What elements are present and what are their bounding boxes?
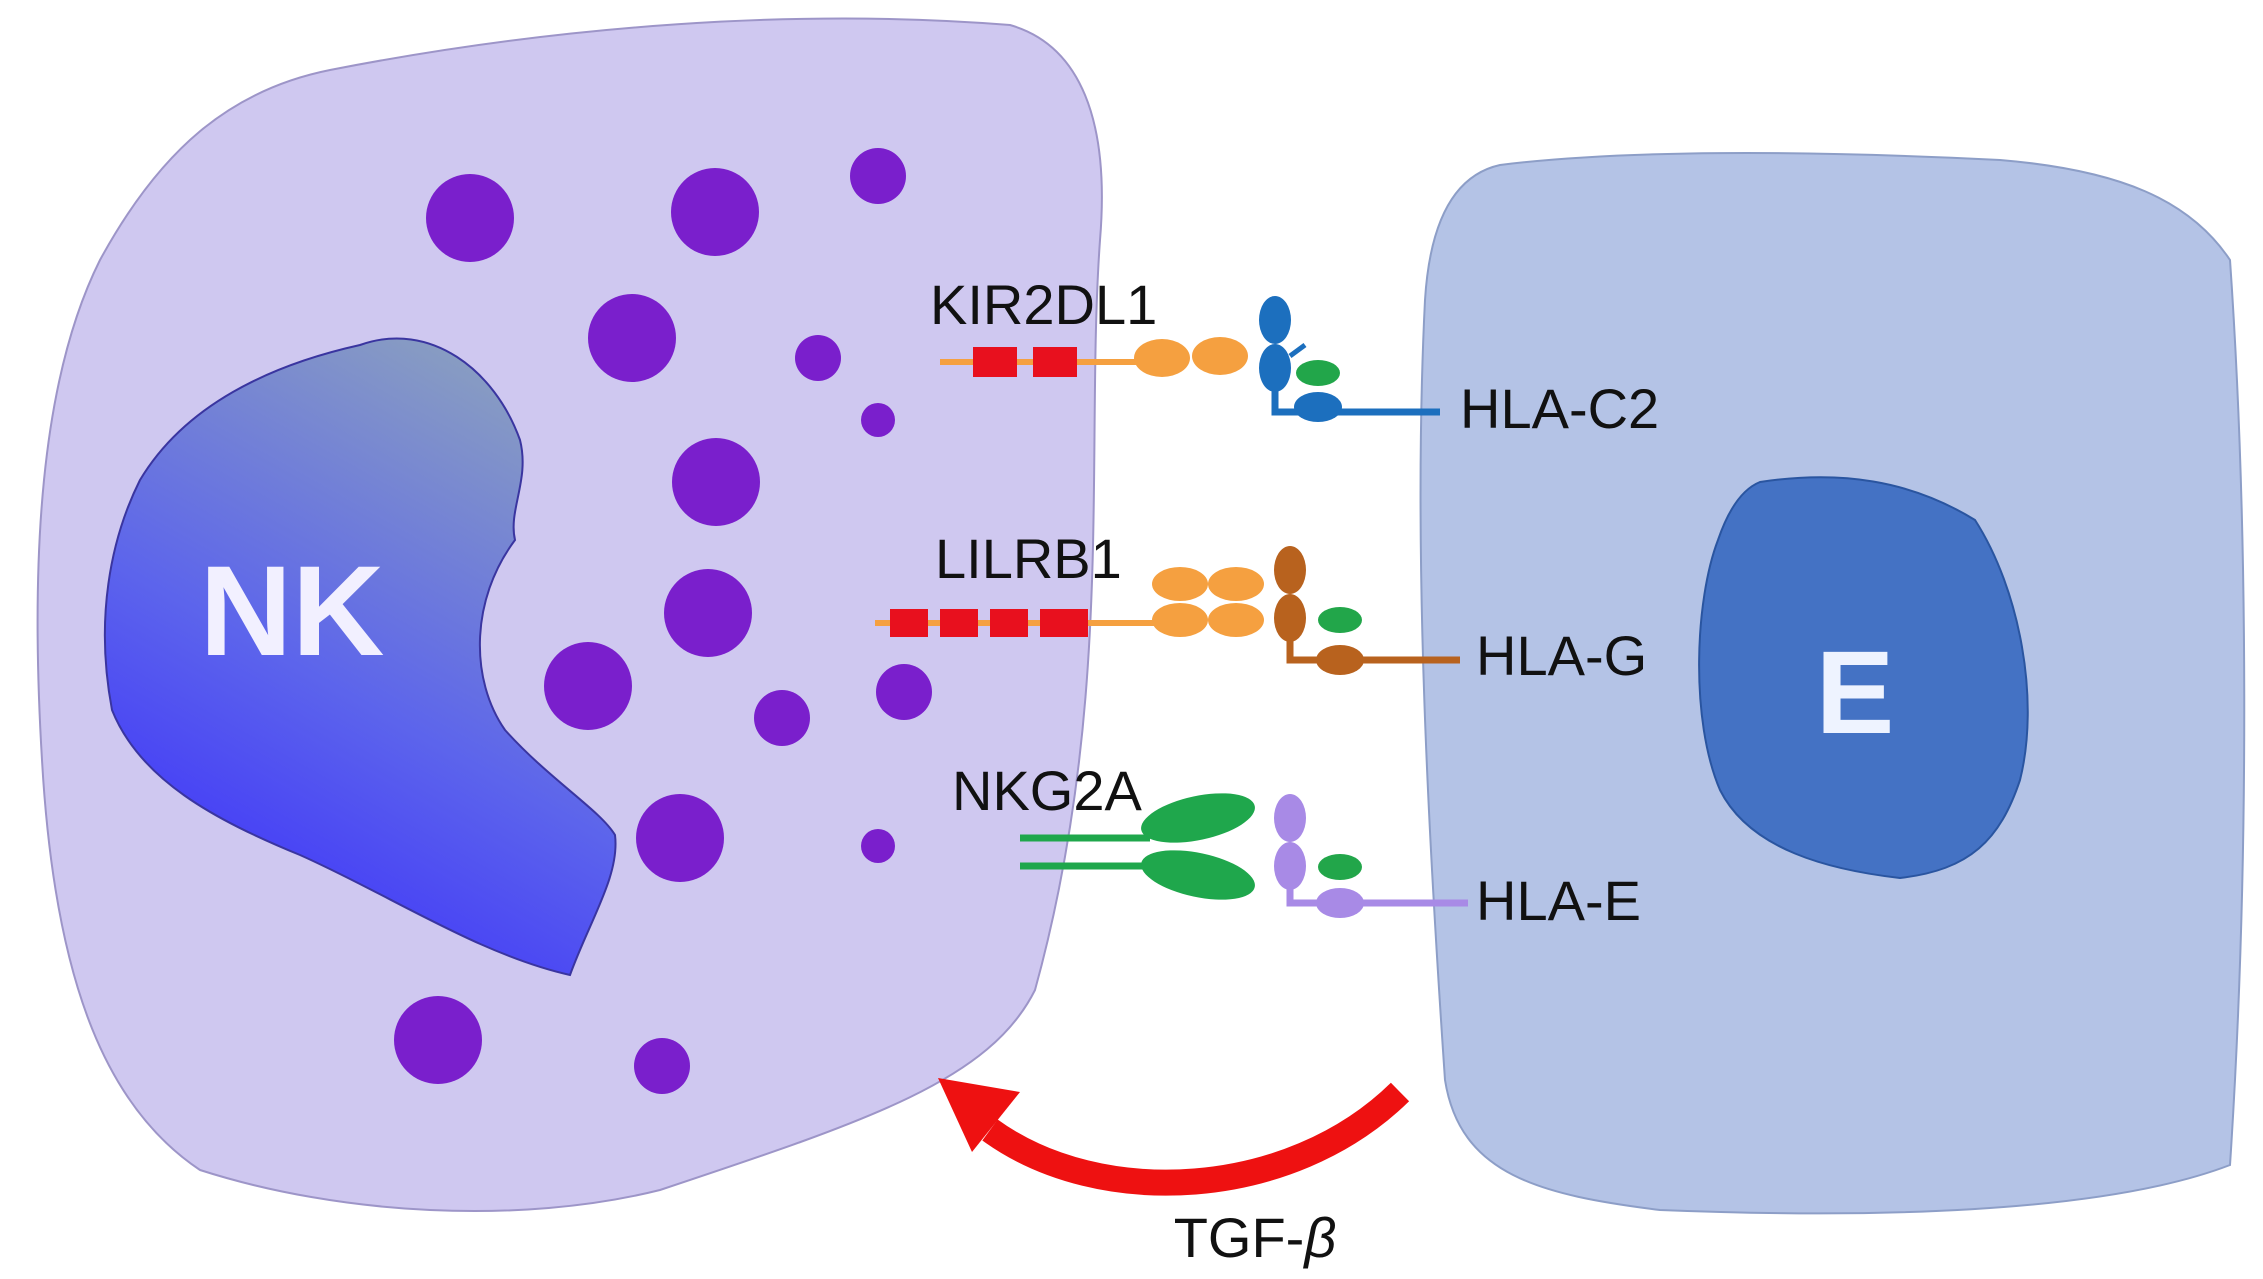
granule bbox=[636, 794, 724, 882]
granule bbox=[544, 642, 632, 730]
itim-block bbox=[890, 609, 928, 637]
itim-block bbox=[1040, 609, 1088, 637]
ig-domain bbox=[1208, 567, 1264, 601]
e-nucleus bbox=[1698, 476, 2029, 880]
beta2m bbox=[1318, 607, 1362, 633]
nkg2a-label: NKG2A bbox=[952, 759, 1142, 822]
beta2m bbox=[1318, 854, 1362, 880]
granule bbox=[588, 294, 676, 382]
tgf-beta-arrow bbox=[982, 1082, 1410, 1196]
beta2m bbox=[1296, 360, 1340, 386]
tgf-beta-arrowhead bbox=[938, 1078, 1020, 1152]
granule bbox=[754, 690, 810, 746]
granules bbox=[394, 148, 932, 1094]
ig-domain bbox=[1208, 603, 1264, 637]
granule bbox=[795, 335, 841, 381]
hla-g-label: HLA-G bbox=[1476, 624, 1647, 687]
granule bbox=[664, 569, 752, 657]
kir2dl1-label: KIR2DL1 bbox=[930, 273, 1157, 336]
ctld-domain bbox=[1141, 850, 1255, 900]
ig-domain bbox=[1152, 603, 1208, 637]
itim-block bbox=[990, 609, 1028, 637]
ig-domain bbox=[1134, 339, 1190, 377]
granule bbox=[394, 996, 482, 1084]
tgf-beta-prefix: TGF- bbox=[1174, 1206, 1305, 1269]
ig-domain bbox=[1152, 567, 1208, 601]
granule bbox=[861, 403, 895, 437]
granule bbox=[850, 148, 906, 204]
granule bbox=[426, 174, 514, 262]
nk-cell-body bbox=[36, 17, 1103, 1213]
granule bbox=[672, 438, 760, 526]
tgf-beta-symbol: β bbox=[1302, 1206, 1336, 1269]
ig-domain bbox=[1192, 337, 1248, 375]
e-label: E bbox=[1816, 627, 1895, 759]
hla-g-molecule bbox=[1274, 546, 1460, 675]
kir2dl1-receptor bbox=[940, 337, 1248, 377]
tgf-beta-label: TGF-β bbox=[1174, 1206, 1337, 1269]
itim-block bbox=[973, 347, 1017, 377]
ctld-domain bbox=[1141, 793, 1255, 843]
hla-c2-label: HLA-C2 bbox=[1460, 377, 1659, 440]
granule bbox=[861, 829, 895, 863]
lilrb1-receptor bbox=[875, 567, 1264, 637]
nkg2a-receptor bbox=[1020, 793, 1255, 900]
nk-nucleus bbox=[103, 337, 617, 977]
itim-block bbox=[940, 609, 978, 637]
nk-label: NK bbox=[200, 540, 385, 683]
hla-e-molecule bbox=[1274, 794, 1468, 918]
itim-block bbox=[1033, 347, 1077, 377]
hla-c2-molecule bbox=[1259, 296, 1440, 422]
hla-e-label: HLA-E bbox=[1476, 869, 1641, 932]
granule bbox=[634, 1038, 690, 1094]
granule bbox=[671, 168, 759, 256]
granule bbox=[876, 664, 932, 720]
lilrb1-label: LILRB1 bbox=[935, 527, 1122, 590]
